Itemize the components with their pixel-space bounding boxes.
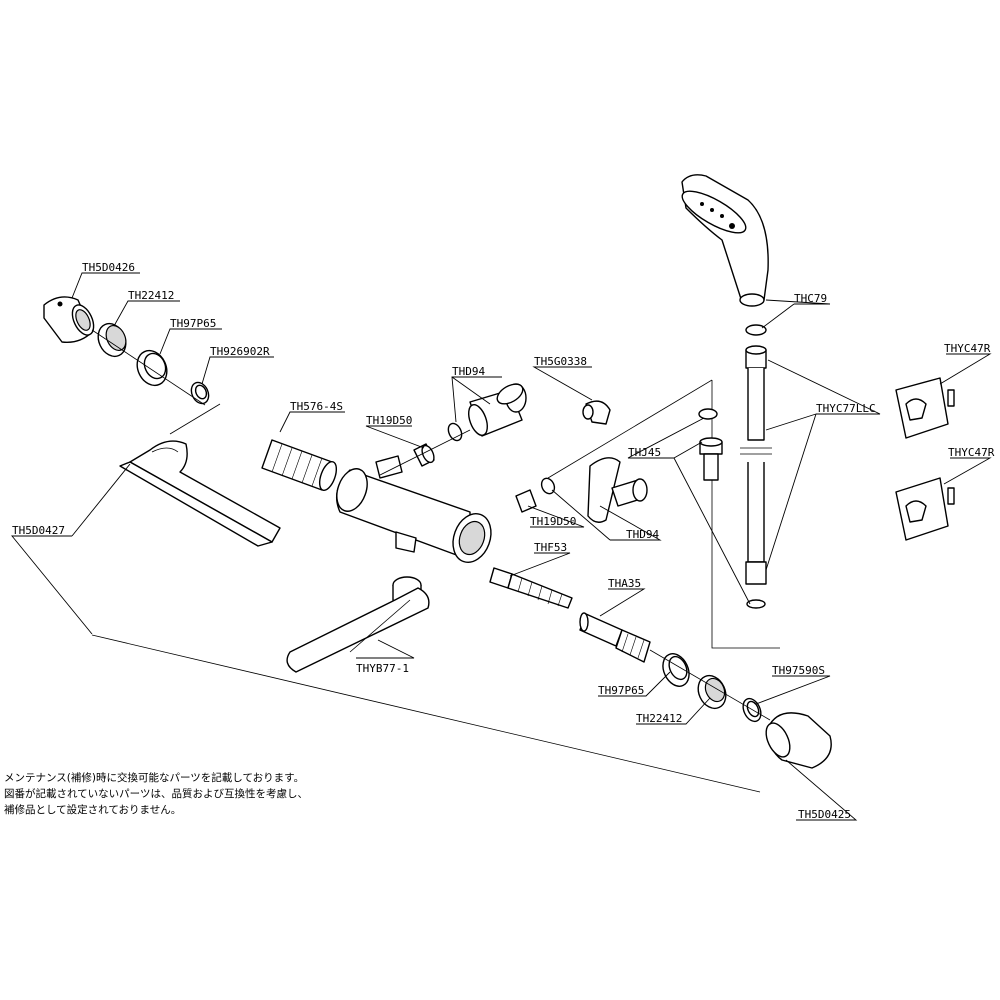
label-th97590s: TH97590S (772, 664, 825, 677)
label-th19d50-bottom: TH19D50 (530, 515, 576, 528)
th19d50-bottom-nut (515, 477, 556, 513)
th926902r-clip (190, 381, 210, 405)
th5d0427-bracket (119, 403, 281, 547)
label-th5d0427: TH5D0427 (12, 524, 65, 537)
th97p65-ring-bottom (662, 653, 690, 687)
thyc77llc-hose (740, 345, 772, 609)
th5d0425-handle (765, 712, 832, 769)
label-tha35: THA35 (608, 577, 641, 590)
th22412-nut-bottom (697, 674, 727, 710)
thc79-washer (745, 324, 767, 336)
label-thc79: THC79 (794, 292, 827, 305)
label-thyc77llc: THYC77LLC (816, 402, 876, 415)
tha35-part (579, 612, 651, 663)
part-labels: TH5D0426 TH22412 TH97P65 TH926902R TH576… (12, 261, 995, 821)
th97590s-ring (742, 697, 762, 723)
note-line-3: 補修品として設定されておりません。 (4, 804, 182, 816)
label-th5g0338: TH5G0338 (534, 355, 587, 368)
label-th22412-top: TH22412 (128, 289, 174, 302)
label-th97p65-top: TH97P65 (170, 317, 216, 330)
assembly-guide-lines (91, 379, 780, 793)
thd94-top-ring (447, 422, 463, 442)
shower-head (681, 174, 769, 307)
label-th97p65-bottom: TH97P65 (598, 684, 644, 697)
maintenance-note: メンテナンス(補修)時に交換可能なパーツを記載しております。 図番が記載されてい… (4, 770, 308, 818)
th22412-nut-top (97, 322, 127, 358)
thyc47r-holder-top (895, 377, 955, 439)
label-th926902r: TH926902R (210, 345, 270, 358)
thj45-adapter (698, 408, 723, 481)
label-th19d50-top: TH19D50 (366, 414, 412, 427)
label-thyc47r-bottom: THYC47R (948, 446, 995, 459)
main-body (336, 455, 492, 563)
label-th576-4s: TH576-4S (290, 400, 343, 413)
label-thd94-top: THD94 (452, 365, 485, 378)
thd94-top-elbow (468, 383, 527, 437)
th5g0338-fitting (582, 400, 611, 425)
leader-lines (11, 272, 992, 821)
label-th5d0426: TH5D0426 (82, 261, 135, 274)
th576-4s-cartridge (261, 439, 338, 491)
thf53-filter (489, 567, 573, 609)
label-thd94-bottom: THD94 (626, 528, 659, 541)
label-thf53: THF53 (534, 541, 567, 554)
left-handle-part (43, 296, 95, 343)
note-line-2: 図番が記載されていないパーツは、品質および互換性を考慮し、 (4, 788, 308, 800)
th97p65-ring-top (136, 349, 168, 387)
label-th5d0425: TH5D0425 (798, 808, 851, 821)
thd94-bottom-elbow (587, 457, 648, 523)
note-line-1: メンテナンス(補修)時に交換可能なパーツを記載しております。 (4, 772, 305, 784)
label-th22412-bottom: TH22412 (636, 712, 682, 725)
label-thj45: THJ45 (628, 446, 661, 459)
label-thyc47r-top: THYC47R (944, 342, 991, 355)
th19d50-top-nut (413, 443, 435, 467)
label-thyb77-1: THYB77-1 (356, 662, 409, 675)
thyc47r-holder-bottom (895, 477, 955, 541)
thyb77-1-spout (286, 576, 430, 673)
